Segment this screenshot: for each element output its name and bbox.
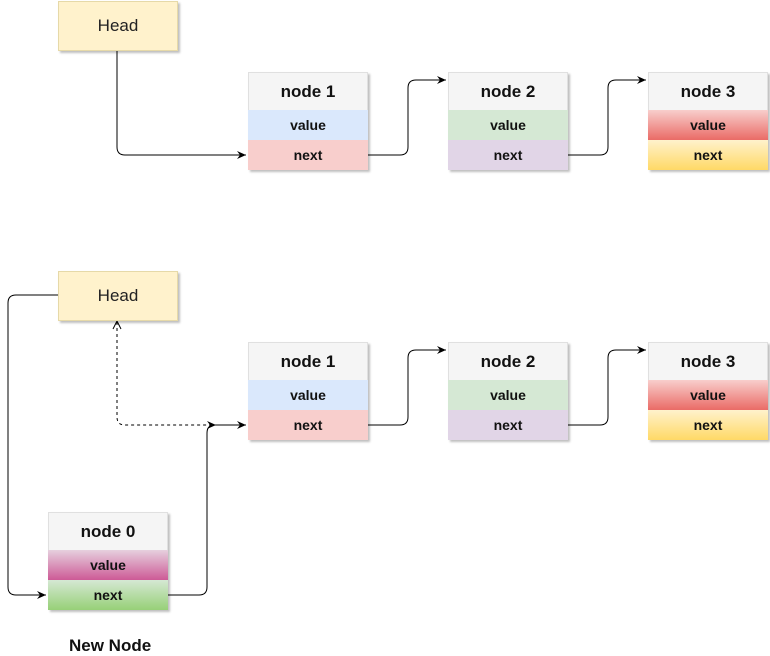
node-next-field: next [448,410,568,440]
head-to-node0-arrow [7,294,58,599]
node-box-top-2: node 2 value next [448,72,568,170]
node1-to-node2-arrow [368,76,446,156]
node-title: node 0 [48,512,168,550]
node-title: node 2 [448,342,568,380]
node-box-bottom-2: node 2 value next [448,342,568,440]
node-box-top-3: node 3 value next [648,72,768,170]
node-value-field: value [648,380,768,410]
head-box-top: Head [58,1,178,51]
head-box-bottom: Head [58,271,178,321]
node-title: node 3 [648,72,768,110]
node-title: node 1 [248,342,368,380]
node-next-field: next [648,410,768,440]
node-value-field: value [648,110,768,140]
node-box-bottom-3: node 3 value next [648,342,768,440]
node-next-field: next [248,410,368,440]
head-label: Head [97,286,139,305]
node2-to-node3-arrow-bottom [568,346,646,426]
new-node-caption: New Node [69,636,152,655]
new-node-box: node 0 value next [48,512,168,610]
node0-to-node1-arrow [168,421,246,596]
node-value-field: value [448,380,568,410]
node-next-field: next [48,580,168,610]
node2-to-node3-arrow [568,76,646,156]
head-to-node1-next-arrow [116,50,246,159]
head-label: Head [97,16,139,35]
node-next-field: next [448,140,568,170]
old-head-link-dashed [117,322,216,425]
node-title: node 2 [448,72,568,110]
node-value-field: value [448,110,568,140]
node-title: node 1 [248,72,368,110]
node-value-field: value [48,550,168,580]
node-value-field: value [248,110,368,140]
node-value-field: value [248,380,368,410]
node-box-top-1: node 1 value next [248,72,368,170]
node-title: node 3 [648,342,768,380]
node-next-field: next [248,140,368,170]
node1-to-node2-arrow-bottom [368,346,446,426]
node-box-bottom-1: node 1 value next [248,342,368,440]
node-next-field: next [648,140,768,170]
